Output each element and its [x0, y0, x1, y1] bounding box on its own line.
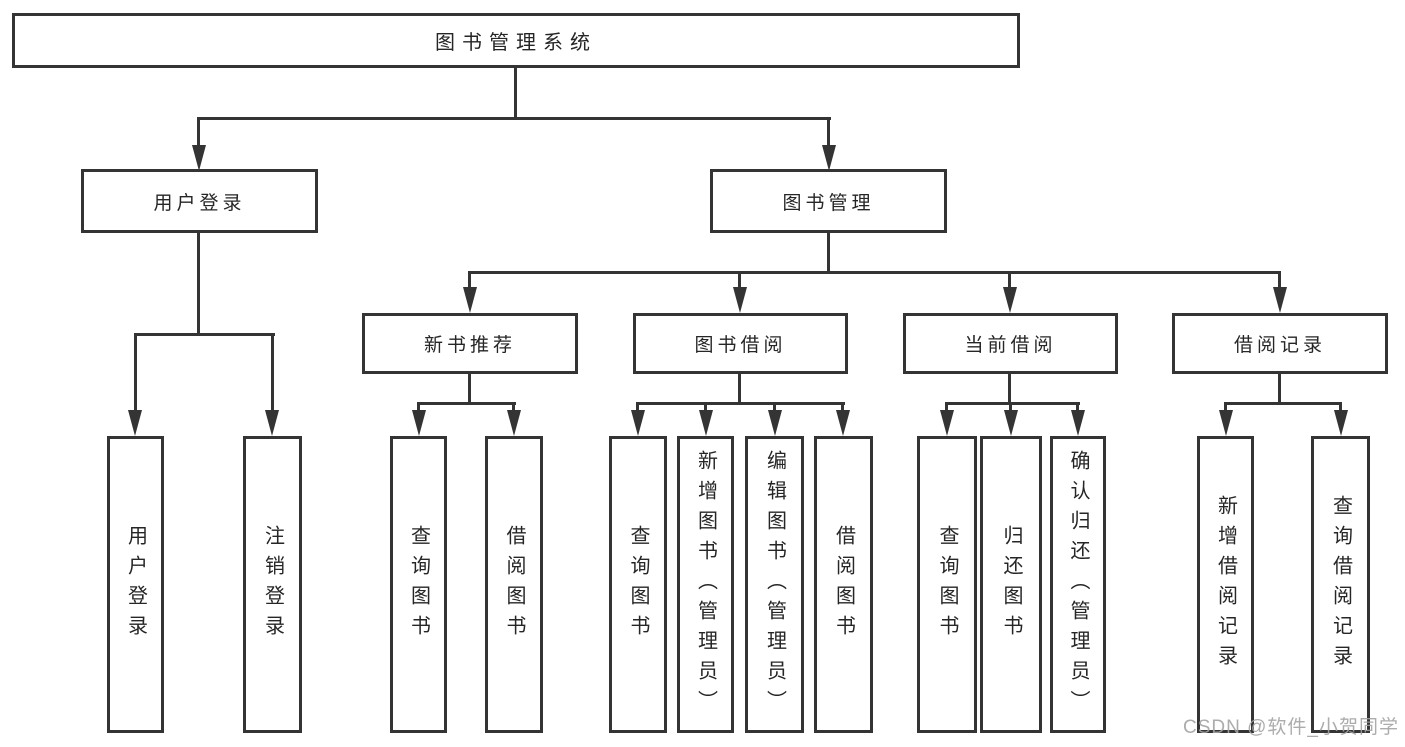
arrowhead-book-management-icon — [822, 145, 836, 171]
connector-borrow-group-rail — [636, 402, 845, 405]
connector-root-stub — [514, 68, 517, 118]
node-user-login: 用户登录 — [81, 169, 318, 233]
connector-level2-rail — [197, 117, 831, 120]
leaf-logout: 注销登录 — [243, 436, 302, 733]
node-new-book-recommend: 新书推荐 — [362, 313, 578, 374]
connector-drop-current-confirm — [1076, 402, 1079, 414]
arrowhead-records-query-icon — [1334, 410, 1348, 436]
leaf-borrow-query: 查询图书 — [609, 436, 667, 733]
node-new-book-recommend-label: 新书推荐 — [423, 335, 516, 356]
node-current-borrow: 当前借阅 — [903, 313, 1118, 374]
connector-drop-current-query — [945, 402, 948, 414]
node-current-borrow-label: 当前借阅 — [964, 335, 1057, 356]
connector-drop-records-add — [1224, 402, 1227, 414]
connector-drop-leaf-logout — [271, 333, 274, 412]
connector-drop-borrow-records — [1278, 271, 1281, 289]
arrowhead-borrow-records-icon — [1273, 287, 1287, 313]
connector-drop-user-login — [197, 117, 200, 147]
leaf-borrow-book: 借阅图书 — [814, 436, 873, 733]
connector-records-group-rail — [1224, 402, 1342, 405]
node-root-label: 图书管理系统 — [435, 32, 597, 54]
leaf-newbook-query: 查询图书 — [390, 436, 447, 733]
leaf-records-add-label: 新增借阅记录 — [1214, 494, 1237, 675]
connector-level3-rail — [468, 271, 1281, 274]
node-root: 图书管理系统 — [12, 13, 1020, 68]
arrowhead-book-borrow-icon — [733, 287, 747, 313]
leaf-borrow-query-label: 查询图书 — [627, 524, 649, 645]
node-book-management-label: 图书管理 — [782, 192, 875, 214]
arrowhead-newbook-borrow-icon — [507, 410, 521, 436]
leaf-current-confirm-admin: 确认归还（管理员） — [1050, 436, 1106, 733]
leaf-current-query-label: 查询图书 — [936, 524, 958, 645]
node-borrow-records: 借阅记录 — [1172, 313, 1388, 374]
leaf-newbook-borrow-label: 借阅图书 — [503, 524, 525, 645]
connector-drop-borrow-book — [841, 402, 844, 414]
connector-new-book-recommend-stub — [468, 374, 471, 405]
connector-borrow-records-stub — [1278, 374, 1281, 405]
connector-newbook-group-rail — [417, 402, 516, 405]
leaf-current-confirm-admin-label: 确认归还（管理员） — [1067, 449, 1089, 720]
leaf-current-query: 查询图书 — [917, 436, 977, 733]
arrowhead-borrow-query-icon — [631, 410, 645, 436]
node-borrow-records-label: 借阅记录 — [1233, 335, 1326, 356]
arrowhead-current-return-icon — [1004, 410, 1018, 436]
arrowhead-new-book-recommend-icon — [463, 287, 477, 313]
leaf-borrow-edit-admin: 编辑图书（管理员） — [745, 436, 804, 733]
leaf-user-login-label: 用户登录 — [124, 524, 147, 645]
leaf-records-add: 新增借阅记录 — [1197, 436, 1254, 733]
csdn-watermark: CSDN @软件_小贺同学 — [1183, 717, 1399, 738]
connector-drop-borrow-query — [636, 402, 639, 414]
arrowhead-current-query-icon — [940, 410, 954, 436]
connector-login-group-rail — [134, 333, 275, 336]
connector-drop-book-borrow — [738, 271, 741, 289]
arrowhead-user-login-icon — [192, 145, 206, 171]
arrowhead-newbook-query-icon — [412, 410, 426, 436]
connector-book-borrow-stub — [738, 374, 741, 405]
connector-drop-leaf-user-login — [134, 333, 137, 412]
connector-current-group-rail — [945, 402, 1080, 405]
node-book-borrow-label: 图书借阅 — [694, 335, 787, 356]
arrowhead-current-borrow-icon — [1003, 287, 1017, 313]
leaf-borrow-add-admin-label: 新增图书（管理员） — [694, 449, 717, 720]
leaf-user-login: 用户登录 — [107, 436, 164, 733]
arrowhead-borrow-add-icon — [699, 410, 713, 436]
connector-book-management-stub — [827, 233, 830, 274]
leaf-borrow-edit-admin-label: 编辑图书（管理员） — [763, 449, 786, 720]
arrowhead-borrow-edit-icon — [768, 410, 782, 436]
leaf-records-query: 查询借阅记录 — [1311, 436, 1370, 733]
leaf-current-return-label: 归还图书 — [1000, 524, 1022, 645]
arrowhead-records-add-icon — [1219, 410, 1233, 436]
connector-drop-book-management — [827, 117, 830, 147]
connector-user-login-stub — [197, 233, 200, 336]
leaf-logout-label: 注销登录 — [261, 524, 284, 645]
leaf-newbook-query-label: 查询图书 — [407, 524, 430, 645]
arrowhead-current-confirm-icon — [1071, 410, 1085, 436]
connector-drop-new-book-recommend — [468, 271, 471, 289]
connector-drop-borrow-edit — [773, 402, 776, 414]
leaf-borrow-add-admin: 新增图书（管理员） — [677, 436, 734, 733]
arrowhead-leaf-user-login-icon — [128, 410, 142, 436]
node-book-management: 图书管理 — [710, 169, 947, 233]
connector-drop-current-borrow — [1008, 271, 1011, 289]
arrowhead-leaf-logout-icon — [265, 410, 279, 436]
leaf-borrow-book-label: 借阅图书 — [832, 524, 855, 645]
connector-current-borrow-stub — [1008, 374, 1011, 405]
node-book-borrow: 图书借阅 — [633, 313, 848, 374]
node-user-login-label: 用户登录 — [153, 192, 246, 214]
leaf-current-return: 归还图书 — [980, 436, 1042, 733]
connector-drop-records-query — [1339, 402, 1342, 414]
connector-drop-newbook-query — [417, 402, 420, 414]
connector-drop-borrow-add — [704, 402, 707, 414]
connector-drop-current-return — [1009, 402, 1012, 414]
leaf-newbook-borrow: 借阅图书 — [485, 436, 543, 733]
leaf-records-query-label: 查询借阅记录 — [1329, 494, 1352, 675]
arrowhead-borrow-book-icon — [836, 410, 850, 436]
connector-drop-newbook-borrow — [512, 402, 515, 414]
